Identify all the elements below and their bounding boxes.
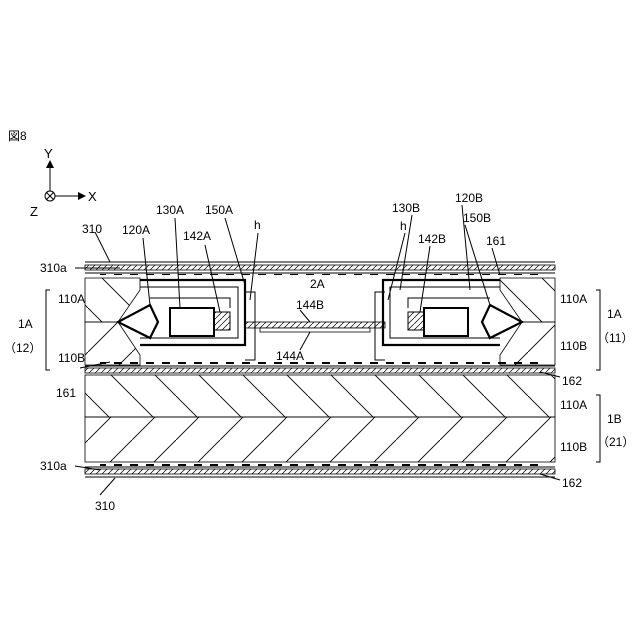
busbar-144B: [245, 322, 385, 328]
label-1A-left: 1A: [18, 317, 33, 331]
label-161-left: 161: [56, 386, 76, 400]
label-120B: 120B: [455, 191, 483, 205]
separator-162-top: [85, 368, 555, 373]
label-110A-left: 110A: [58, 292, 85, 306]
label-110B-right: 110B: [560, 339, 587, 353]
label-130A: 130A: [156, 203, 184, 217]
label-110B-left: 110B: [58, 351, 85, 365]
label-150A: 150A: [205, 203, 233, 217]
label-310-top: 310: [82, 222, 102, 236]
label-130B: 130B: [392, 201, 420, 215]
label-144A: 144A: [276, 349, 304, 363]
cell-130B: [424, 308, 468, 336]
label-h-right: h: [400, 219, 407, 233]
label-310-bottom: 310: [95, 499, 115, 513]
bracket-1A-right: [596, 290, 600, 370]
label-310a-bottom: 310a: [40, 459, 67, 473]
axis-symbol: Y X Z: [30, 146, 97, 219]
insulator-161-bottom: [100, 360, 540, 364]
layer-310a-top: [85, 265, 555, 270]
label-310a-top: 310a: [40, 261, 67, 275]
axis-x-label: X: [88, 189, 97, 204]
busbar-144A: [260, 328, 370, 332]
axis-y-label: Y: [44, 146, 53, 161]
label-110A-right: 110A: [560, 292, 587, 306]
label-144B: 144B: [296, 298, 324, 312]
label-21: （21）: [597, 435, 634, 449]
lead-142A: [214, 312, 230, 330]
region-110B-lower: [85, 417, 555, 462]
label-161-top: 161: [486, 234, 506, 248]
label-142A: 142A: [183, 229, 211, 243]
figure-label: 図8: [8, 129, 27, 143]
label-150B: 150B: [463, 211, 491, 225]
layer-310a-bottom: [85, 469, 555, 474]
region-110A-lower: [85, 375, 555, 417]
insulator-lower: [100, 462, 540, 466]
label-1A-right: 1A: [607, 307, 622, 321]
label-11: （11）: [597, 331, 633, 345]
label-162-top: 162: [562, 374, 582, 388]
label-1B: 1B: [607, 412, 622, 426]
axis-z-label: Z: [30, 204, 38, 219]
lead-142B: [408, 312, 424, 330]
cell-130A: [170, 308, 214, 336]
label-162-bottom: 162: [562, 476, 582, 490]
lower-cell-1B: [85, 375, 555, 477]
label-12: （12）: [4, 341, 41, 355]
label-120A: 120A: [122, 223, 150, 237]
bracket-1A-left: [46, 290, 50, 370]
label-2A: 2A: [310, 277, 325, 291]
label-110A-low: 110A: [560, 398, 587, 412]
label-110B-low: 110B: [560, 440, 587, 454]
bracket-1B-right: [596, 395, 600, 462]
label-142B: 142B: [418, 232, 446, 246]
label-h-left: h: [254, 218, 261, 232]
